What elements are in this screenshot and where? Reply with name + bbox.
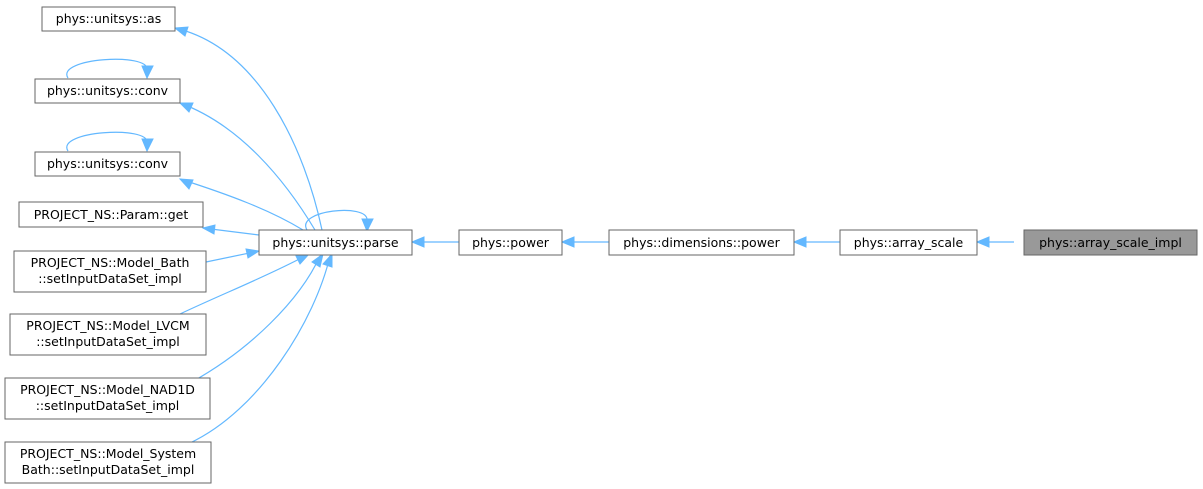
node-label-line-1: PROJECT_NS::Model_LVCM (26, 318, 189, 333)
node-label: phys::unitsys::as (56, 11, 161, 26)
node-box (458, 229, 563, 256)
arrowhead-parse (410, 236, 425, 248)
node-box (13, 250, 207, 293)
node-box (9, 313, 207, 356)
arrowhead-power (560, 236, 575, 248)
node-box (258, 229, 413, 256)
node-unitsys-as[interactable]: phys::unitsys::as (41, 6, 176, 32)
node-array-scale-impl-current: phys::array_scale_impl (1023, 229, 1198, 256)
edge-sysbath-parse (189, 255, 331, 444)
arrowhead-dimpower (792, 236, 807, 248)
node-unitsys-conv-2[interactable]: phys::unitsys::conv (34, 151, 181, 177)
node-label: phys::array_scale (854, 235, 964, 250)
arrowhead-nad1d (311, 252, 324, 268)
node-unitsys-parse[interactable]: phys::unitsys::parse (258, 229, 413, 256)
node-label: phys::unitsys::conv (47, 156, 169, 171)
edge-conv1-parse (179, 102, 316, 231)
node-label: phys::dimensions::power (623, 235, 780, 250)
node-label-line-2: ::setInputDataSet_impl (38, 271, 182, 286)
node-label: phys::array_scale_impl (1039, 235, 1182, 250)
edges (66, 26, 1014, 444)
arrowhead-parse-loop (361, 218, 374, 233)
node-param-get[interactable]: PROJECT_NS::Param::get (18, 201, 204, 228)
node-label-line-2: ::setInputDataSet_impl (36, 334, 180, 349)
arrowhead-conv1 (178, 102, 194, 113)
node-box (34, 78, 181, 104)
node-unitsys-conv-1[interactable]: phys::unitsys::conv (34, 78, 181, 104)
node-label-line-1: PROJECT_NS::Model_Bath (31, 255, 190, 270)
node-box (4, 377, 211, 420)
node-box (608, 229, 795, 256)
node-model-lvcm[interactable]: PROJECT_NS::Model_LVCM ::setInputDataSet… (9, 313, 207, 356)
edge-conv2-parse (179, 178, 304, 231)
node-dimensions-power[interactable]: phys::dimensions::power (608, 229, 795, 256)
node-label-line-1: PROJECT_NS::Model_System (20, 446, 196, 461)
arrowhead-as (173, 26, 189, 37)
edge-nad1d-parse (189, 255, 321, 384)
node-model-nad1d[interactable]: PROJECT_NS::Model_NAD1D ::setInputDataSe… (4, 377, 211, 420)
arrowhead-bath (245, 248, 261, 259)
node-power[interactable]: phys::power (458, 229, 563, 256)
node-box (18, 201, 204, 228)
node-label-line-1: PROJECT_NS::Model_NAD1D (20, 382, 195, 397)
node-label-line-2: ::setInputDataSet_impl (36, 398, 180, 413)
node-model-systembath[interactable]: PROJECT_NS::Model_System Bath::setInputD… (4, 441, 212, 484)
node-box (839, 229, 978, 256)
node-label-line-2: Bath::setInputDataSet_impl (22, 462, 195, 477)
node-label: phys::unitsys::parse (272, 235, 398, 250)
edge-parse-self-loop (305, 209, 368, 231)
edge-conv1-self-loop (66, 58, 148, 79)
arrowhead-conv2-loop (141, 138, 154, 153)
arrowhead-array-scale (975, 236, 990, 248)
edge-as-parse (174, 27, 323, 231)
node-box (4, 441, 212, 484)
node-model-bath[interactable]: PROJECT_NS::Model_Bath ::setInputDataSet… (13, 250, 207, 293)
nodes: phys::unitsys::as phys::unitsys::conv ph… (4, 6, 1198, 484)
node-label: PROJECT_NS::Param::get (34, 207, 189, 222)
arrowhead-conv1-loop (141, 65, 154, 80)
node-label: phys::power (472, 235, 550, 250)
arrowhead-conv2 (178, 178, 194, 190)
node-box (41, 6, 176, 32)
node-box (1023, 229, 1198, 256)
node-label: phys::unitsys::conv (47, 83, 169, 98)
node-array-scale[interactable]: phys::array_scale (839, 229, 978, 256)
arrowhead-get (201, 224, 216, 235)
node-box (34, 151, 181, 177)
arrowhead-sysbath (322, 252, 333, 268)
edge-conv2-self-loop (66, 131, 148, 152)
edge-lvcm-parse (179, 255, 306, 315)
